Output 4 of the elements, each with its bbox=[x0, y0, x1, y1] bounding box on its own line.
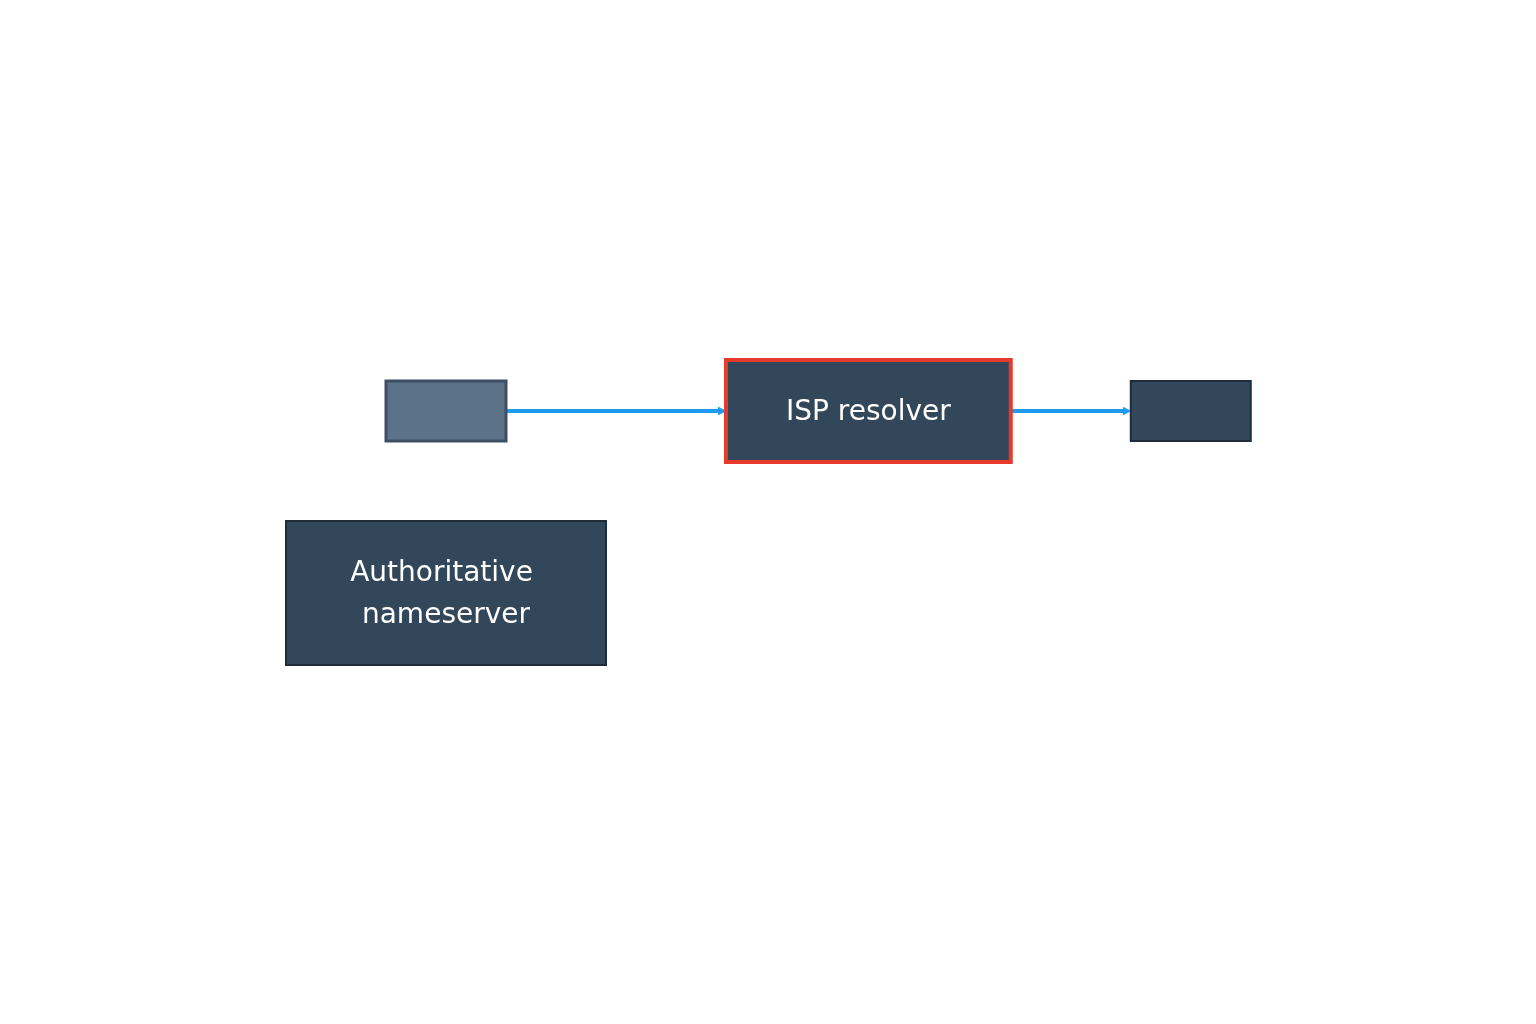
node-box: Authoritative nameserver bbox=[284, 519, 607, 666]
node-box bbox=[1129, 379, 1252, 442]
node-box bbox=[384, 379, 508, 442]
node-box: ISP resolver bbox=[723, 357, 1013, 464]
